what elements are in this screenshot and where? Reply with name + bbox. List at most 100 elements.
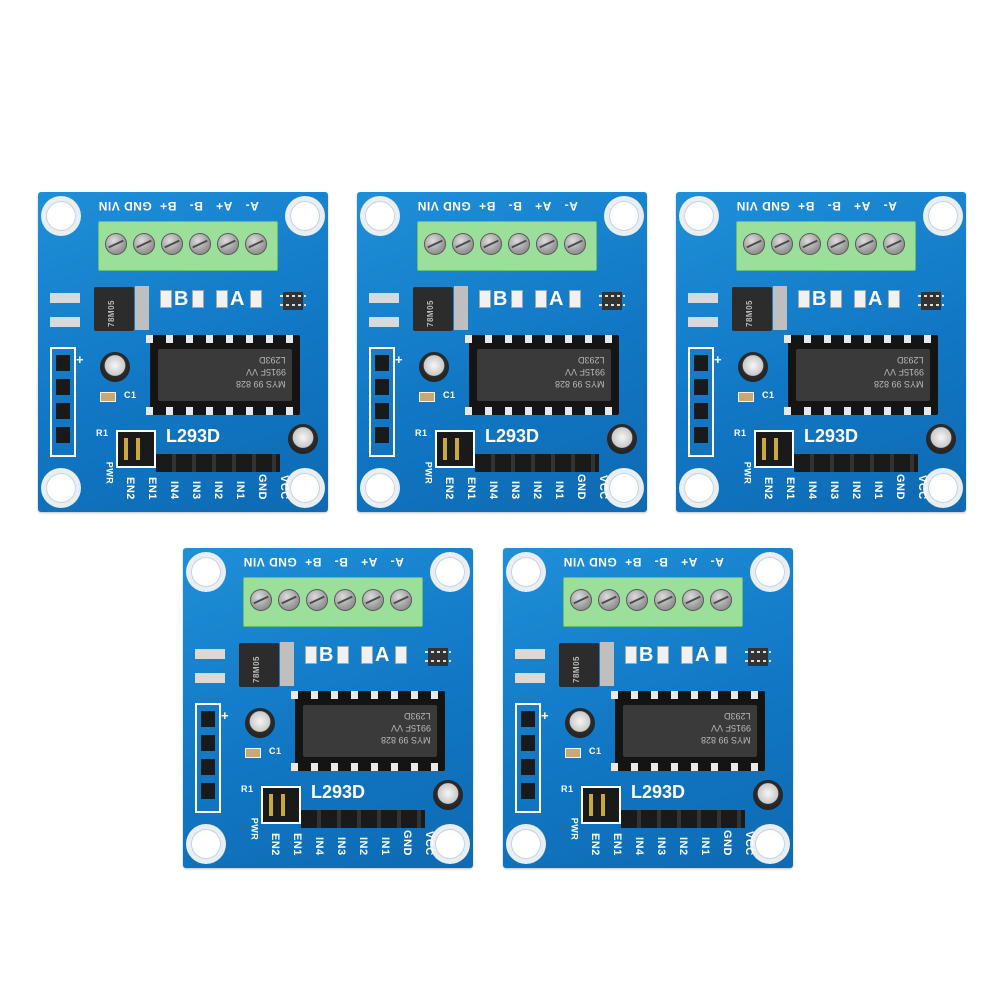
- mounting-hole: [609, 201, 639, 231]
- led: [535, 290, 547, 308]
- mounting-hole: [435, 557, 465, 587]
- led-letter: B: [812, 288, 827, 310]
- chip-marking: MYS 99 828: [236, 379, 286, 389]
- status-leds: B A: [625, 644, 735, 668]
- pin-label: EN1: [611, 833, 623, 856]
- pin-label: IN2: [677, 837, 689, 856]
- regulator-lead: [369, 293, 399, 303]
- pin-label: IN4: [633, 837, 645, 856]
- pin-label: IN1: [379, 837, 391, 856]
- mounting-hole: [191, 557, 221, 587]
- cap-label: C1: [762, 390, 775, 400]
- chip-body: L293D 9915F VV MYS 99 828: [477, 349, 611, 401]
- mounting-hole: [755, 829, 785, 859]
- pin-label: EN1: [784, 477, 796, 500]
- led: [479, 290, 491, 308]
- l293d-chip: L293D 9915F VV MYS 99 828: [291, 691, 449, 771]
- screw-icon: [536, 233, 558, 255]
- pin-label: IN4: [168, 481, 180, 500]
- resistor-label: R1: [734, 428, 747, 438]
- capacitor: [926, 424, 956, 454]
- power-header: [195, 703, 221, 813]
- led-letter: A: [375, 644, 390, 666]
- pin-label: IN3: [335, 837, 347, 856]
- terminal-label: GND VIN: [98, 199, 152, 213]
- header-pin: [521, 759, 535, 775]
- smd-capacitor: [565, 748, 581, 758]
- pin-label: EN1: [146, 477, 158, 500]
- header-pin: [694, 379, 708, 395]
- cap-label: C1: [589, 746, 602, 756]
- terminal-label: A-: [883, 199, 897, 213]
- led-letter: B: [493, 288, 508, 310]
- regulator-tab: [280, 642, 294, 686]
- screw-icon: [189, 233, 211, 255]
- control-header: [621, 810, 745, 828]
- chip-marking: 9915F VV: [883, 367, 924, 377]
- pin-label: IN3: [509, 481, 521, 500]
- chip-marking: MYS 99 828: [874, 379, 924, 389]
- chip-marking: L293D: [724, 711, 751, 721]
- led: [511, 290, 523, 308]
- pin-label: IN2: [357, 837, 369, 856]
- status-leds: B A: [479, 288, 589, 312]
- chip-marking: MYS 99 828: [555, 379, 605, 389]
- terminal-label: A-: [390, 555, 404, 569]
- led-letter: A: [695, 644, 710, 666]
- l293d-chip: L293D 9915F VV MYS 99 828: [146, 335, 304, 415]
- enable-jumper: [581, 786, 621, 824]
- terminal-label: B-: [508, 199, 522, 213]
- pin-label: IN1: [234, 481, 246, 500]
- screw-icon: [508, 233, 530, 255]
- control-header: [475, 454, 599, 472]
- screw-icon: [133, 233, 155, 255]
- terminal-label: GND VIN: [736, 199, 790, 213]
- terminal-label: A-: [564, 199, 578, 213]
- mounting-hole: [365, 473, 395, 503]
- screw-terminal-block: [98, 221, 278, 271]
- board-chip-label: L293D: [804, 426, 859, 446]
- regulator-text: 78M05: [744, 300, 754, 327]
- smd-capacitor: [245, 748, 261, 758]
- led: [216, 290, 228, 308]
- led: [569, 290, 581, 308]
- smd-capacitor: [419, 392, 435, 402]
- led: [657, 646, 669, 664]
- regulator-lead: [195, 673, 225, 683]
- control-header: [794, 454, 918, 472]
- mounting-hole: [511, 557, 541, 587]
- led: [681, 646, 693, 664]
- screw-icon: [682, 589, 704, 611]
- screw-icon: [855, 233, 877, 255]
- regulator-text: 78M05: [425, 300, 435, 327]
- screw-icon: [564, 233, 586, 255]
- led: [888, 290, 900, 308]
- led-letter: B: [319, 644, 334, 666]
- header-pin: [375, 427, 389, 443]
- chip-marking: MYS 99 828: [701, 735, 751, 745]
- chip-marking: 9915F VV: [564, 367, 605, 377]
- chip-marking: 9915F VV: [245, 367, 286, 377]
- capacitor: [245, 708, 275, 738]
- plus-label: +: [541, 708, 550, 723]
- header-pin: [694, 427, 708, 443]
- pin-label: EN2: [589, 833, 601, 856]
- header-pin: [375, 355, 389, 371]
- mounting-hole: [928, 201, 958, 231]
- capacitor: [738, 352, 768, 382]
- terminal-label: B-: [654, 555, 668, 569]
- status-leds: B A: [305, 644, 415, 668]
- enable-jumper: [116, 430, 156, 468]
- terminal-label: A+: [360, 555, 378, 569]
- cap-label: C1: [269, 746, 282, 756]
- board-chip-label: L293D: [631, 782, 686, 802]
- pin-label: IN1: [699, 837, 711, 856]
- regulator-text: 78M05: [106, 300, 116, 327]
